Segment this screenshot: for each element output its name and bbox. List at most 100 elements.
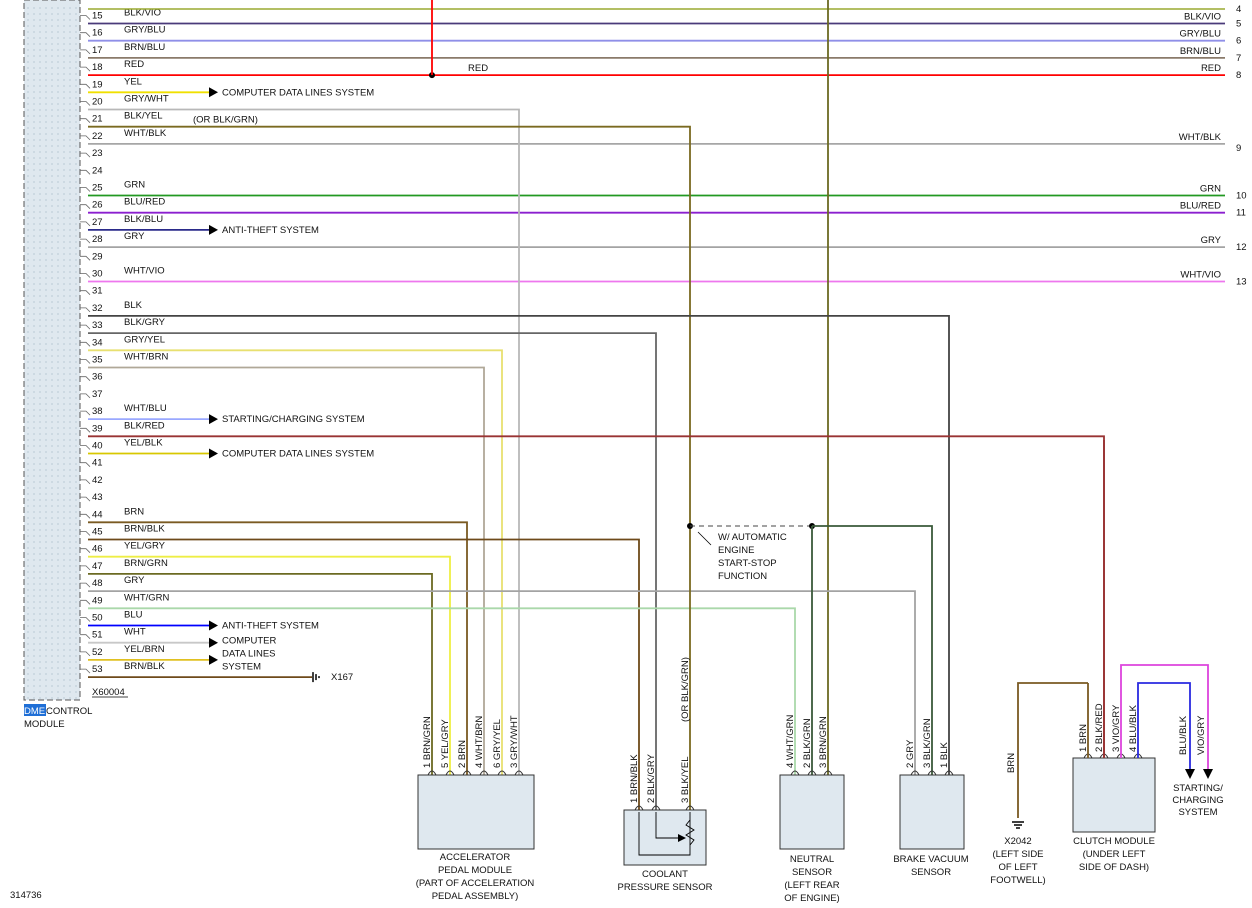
module-texture xyxy=(69,151,71,153)
module-texture xyxy=(45,583,47,585)
module-texture xyxy=(75,577,77,579)
module-texture xyxy=(39,625,41,627)
module-texture xyxy=(27,487,29,489)
pin-label-3: 3 BRN/GRN xyxy=(818,716,829,768)
module-texture xyxy=(57,217,59,219)
module-texture xyxy=(75,85,77,87)
module-texture xyxy=(69,181,71,183)
module-texture xyxy=(63,175,65,177)
module-texture xyxy=(39,529,41,531)
module-texture xyxy=(75,649,77,651)
module-texture xyxy=(75,127,77,129)
module-texture xyxy=(75,373,77,375)
module-texture xyxy=(69,109,71,111)
module-texture xyxy=(33,463,35,465)
module-texture xyxy=(57,613,59,615)
module-texture xyxy=(51,307,53,309)
pin-number-24: 24 xyxy=(92,165,103,176)
wire-label-35: WHT/BRN xyxy=(124,352,168,363)
module-texture xyxy=(51,637,53,639)
module-texture xyxy=(39,169,41,171)
module-texture xyxy=(33,481,35,483)
module-texture xyxy=(75,559,77,561)
module-texture xyxy=(57,493,59,495)
module-texture xyxy=(69,37,71,39)
module-texture xyxy=(33,673,35,675)
module-texture xyxy=(57,211,59,213)
module-texture xyxy=(39,349,41,351)
module-texture xyxy=(45,679,47,681)
module-texture xyxy=(75,253,77,255)
module-texture xyxy=(63,337,65,339)
module-texture xyxy=(45,355,47,357)
module-texture xyxy=(57,589,59,591)
wire-label-52: YEL/BRN xyxy=(124,644,165,655)
pin-terminal xyxy=(462,770,472,776)
pin-terminal xyxy=(927,770,937,776)
module-texture xyxy=(63,67,65,69)
module-texture xyxy=(39,517,41,519)
pin-number-16: 16 xyxy=(92,28,103,39)
module-texture xyxy=(75,205,77,207)
module-texture xyxy=(27,415,29,417)
pin-tick xyxy=(80,15,91,20)
module-texture xyxy=(75,271,77,273)
module-texture xyxy=(57,487,59,489)
pin-tick xyxy=(80,32,91,37)
module-texture xyxy=(33,79,35,81)
arrow-start-charge-2 xyxy=(1203,769,1213,779)
module-texture xyxy=(33,553,35,555)
module-texture xyxy=(69,649,71,651)
module-texture xyxy=(63,559,65,561)
module-texture xyxy=(39,577,41,579)
module-texture xyxy=(63,7,65,9)
module-texture xyxy=(57,301,59,303)
module-texture xyxy=(75,187,77,189)
pin-number-34: 34 xyxy=(92,337,103,348)
module-texture xyxy=(63,343,65,345)
module-texture xyxy=(51,97,53,99)
system-label-19: COMPUTER DATA LINES SYSTEM xyxy=(222,87,374,98)
module-texture xyxy=(75,601,77,603)
module-texture xyxy=(57,109,59,111)
module-texture xyxy=(51,37,53,39)
pin-terminal xyxy=(807,770,817,776)
module-texture xyxy=(51,43,53,45)
module-texture xyxy=(33,133,35,135)
module-texture xyxy=(45,499,47,501)
arrow-pin-51 xyxy=(209,637,218,648)
pin-number-19: 19 xyxy=(92,79,103,90)
module-texture xyxy=(33,661,35,663)
module-texture xyxy=(75,397,77,399)
module-texture xyxy=(75,319,77,321)
module-texture xyxy=(57,115,59,117)
module-texture xyxy=(75,307,77,309)
module-texture xyxy=(45,115,47,117)
module-texture xyxy=(27,49,29,51)
module-texture xyxy=(51,499,53,501)
module-texture xyxy=(33,253,35,255)
module-texture xyxy=(63,283,65,285)
module-texture xyxy=(33,337,35,339)
module-texture xyxy=(27,577,29,579)
module-texture xyxy=(63,421,65,423)
module-texture xyxy=(39,151,41,153)
module-texture xyxy=(45,595,47,597)
pin-number-40: 40 xyxy=(92,441,103,452)
right-label-22: WHT/BLK xyxy=(1179,132,1222,143)
module-texture xyxy=(33,67,35,69)
module-texture xyxy=(75,463,77,465)
module-texture xyxy=(45,487,47,489)
module-texture xyxy=(27,55,29,57)
pin-tick xyxy=(80,221,91,227)
module-texture xyxy=(39,331,41,333)
module-texture xyxy=(51,295,53,297)
module-texture xyxy=(69,475,71,477)
module-texture xyxy=(51,427,53,429)
wire-label-25: GRN xyxy=(124,180,145,191)
module-texture xyxy=(75,223,77,225)
wire-label-38: WHT/BLU xyxy=(124,403,167,414)
module-texture xyxy=(75,265,77,267)
module-texture xyxy=(33,697,35,699)
module-texture xyxy=(75,511,77,513)
